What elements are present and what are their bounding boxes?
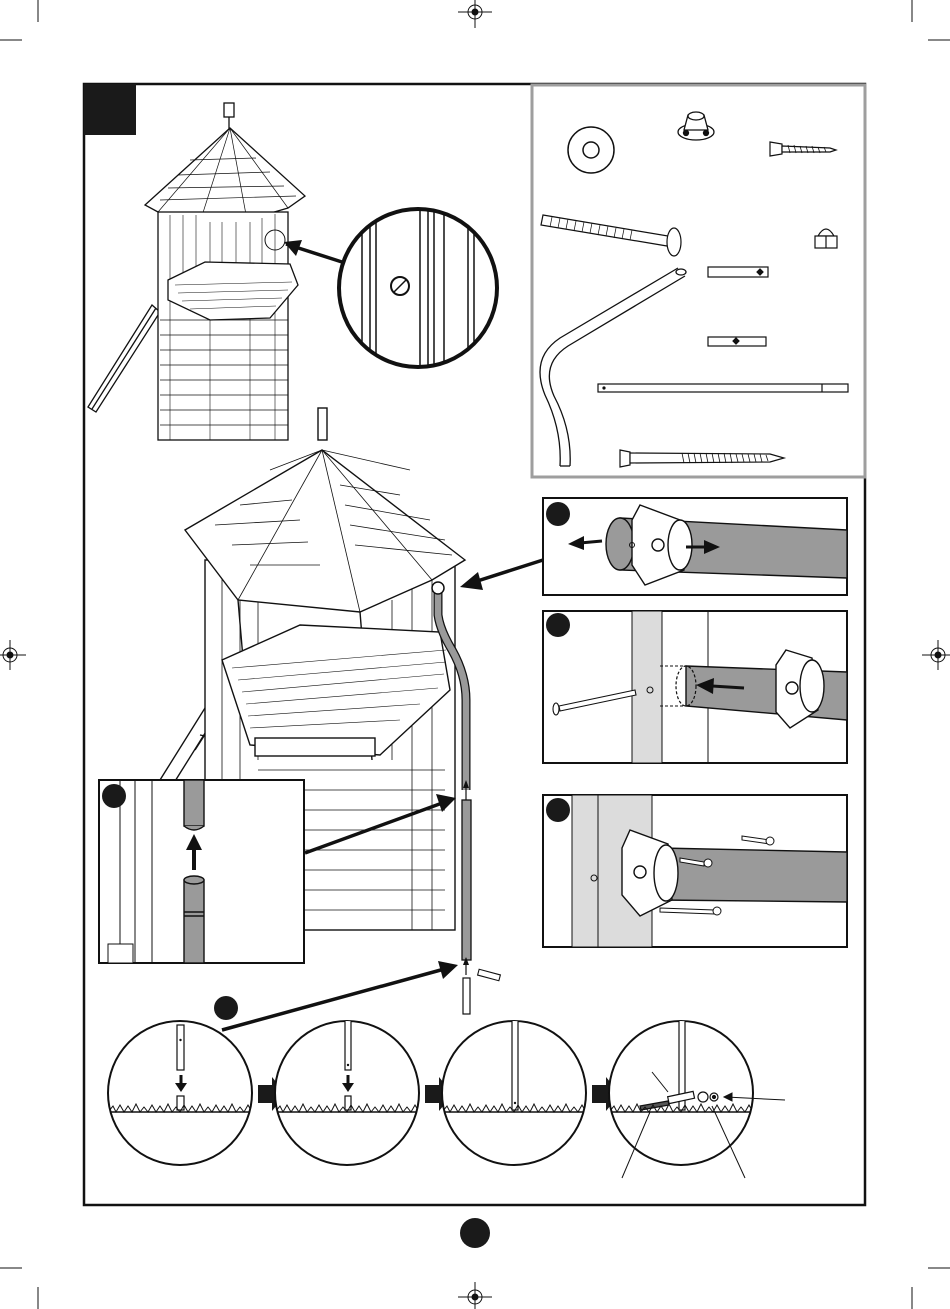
ground-frame-4 bbox=[609, 1018, 785, 1178]
sub-step-a-badge bbox=[214, 996, 238, 1020]
hardware-panel bbox=[532, 85, 865, 477]
sub-step-d-badge bbox=[546, 798, 570, 822]
long-rod-icon bbox=[598, 384, 848, 392]
ground-frame-1 bbox=[108, 1021, 252, 1165]
detail-e-pole-join bbox=[99, 780, 304, 963]
sub-step-c-badge bbox=[546, 613, 570, 637]
crosshair-right-icon bbox=[922, 640, 950, 670]
detail-c-bolt-insert bbox=[543, 611, 847, 763]
detail-d-screwed-bracket bbox=[543, 795, 847, 947]
tower-overview-small bbox=[88, 103, 305, 440]
hole-detail-zoom bbox=[339, 200, 497, 380]
page-number-badge bbox=[460, 1218, 490, 1248]
sub-step-e-badge bbox=[102, 784, 126, 808]
crosshair-top-icon bbox=[458, 0, 492, 28]
washer-icon bbox=[568, 127, 614, 173]
ground-frame-3 bbox=[442, 1018, 586, 1165]
sub-step-b-badge bbox=[546, 502, 570, 526]
detail-b-pole-bracket bbox=[543, 498, 847, 595]
crosshair-left-icon bbox=[0, 640, 26, 670]
step-badge bbox=[84, 84, 136, 135]
crosshair-bottom-icon bbox=[458, 1282, 492, 1309]
zoom-pointer-arrow bbox=[284, 240, 342, 262]
ground-frame-2 bbox=[275, 1018, 419, 1165]
